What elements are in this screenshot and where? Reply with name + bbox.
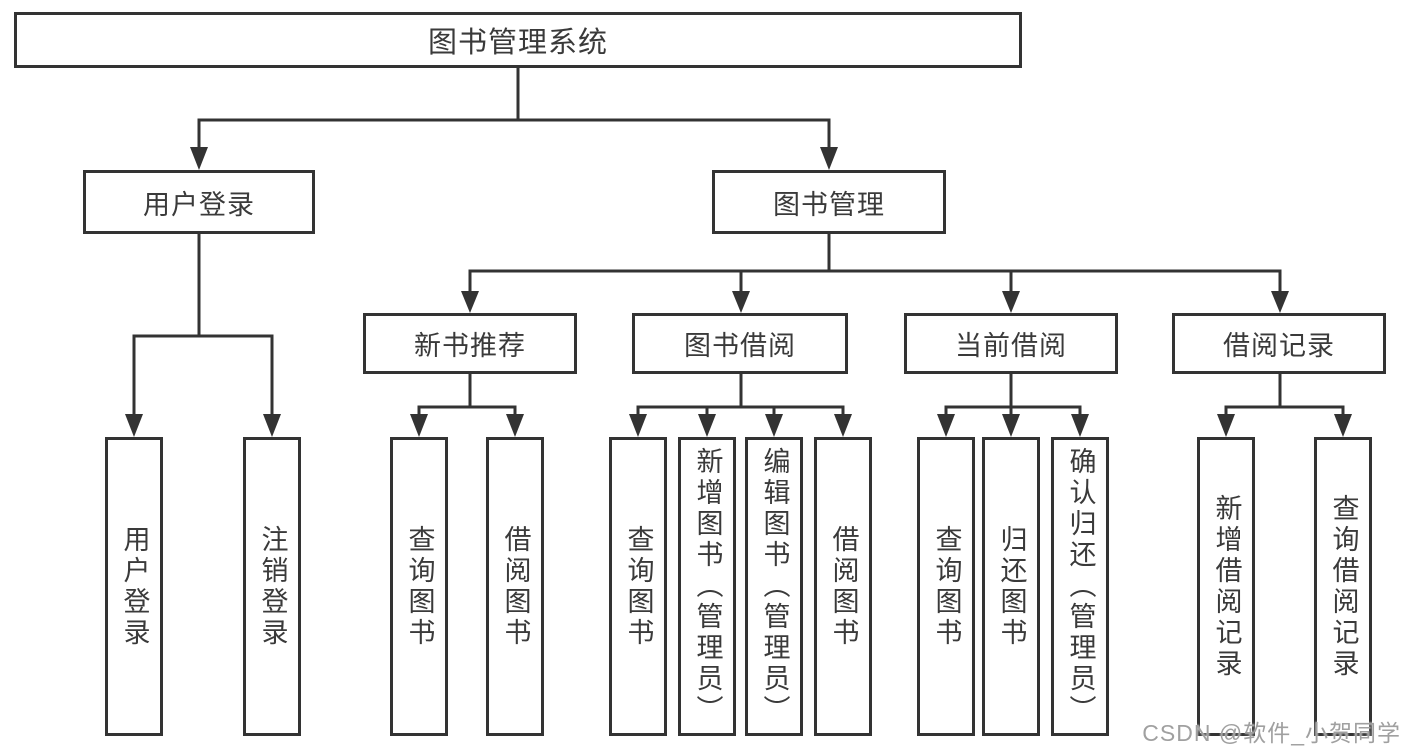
leaf-query-borrow-record: 查询借阅记录: [1314, 437, 1372, 736]
leaf-borrow-book-recommend: 借阅图书: [486, 437, 544, 736]
node-book-borrowing: 图书借阅: [632, 313, 848, 374]
leaf-borrow-book: 借阅图书: [814, 437, 872, 736]
node-new-book-recommend: 新书推荐: [363, 313, 577, 374]
leaf-confirm-return-admin: 确认归还（管理员）: [1051, 437, 1109, 736]
csdn-watermark: CSDN @软件_小贺同学: [1142, 720, 1401, 746]
node-current-borrowing: 当前借阅: [904, 313, 1118, 374]
node-book-management: 图书管理: [712, 170, 946, 234]
arrowheads: [125, 147, 1352, 437]
leaf-query-book-borrowing: 查询图书: [609, 437, 667, 736]
connector-edges: [132, 68, 1345, 417]
leaf-query-book-recommend: 查询图书: [390, 437, 448, 736]
leaf-user-login: 用户登录: [105, 437, 163, 736]
leaf-add-borrow-record: 新增借阅记录: [1197, 437, 1255, 736]
node-user-login: 用户登录: [83, 170, 315, 234]
leaf-edit-book-admin: 编辑图书（管理员）: [745, 437, 803, 736]
leaf-add-book-admin: 新增图书（管理员）: [678, 437, 736, 736]
node-library-system: 图书管理系统: [14, 12, 1022, 68]
leaf-logout: 注销登录: [243, 437, 301, 736]
leaf-query-book-current: 查询图书: [917, 437, 975, 736]
leaf-return-book: 归还图书: [982, 437, 1040, 736]
node-borrowing-records: 借阅记录: [1172, 313, 1386, 374]
